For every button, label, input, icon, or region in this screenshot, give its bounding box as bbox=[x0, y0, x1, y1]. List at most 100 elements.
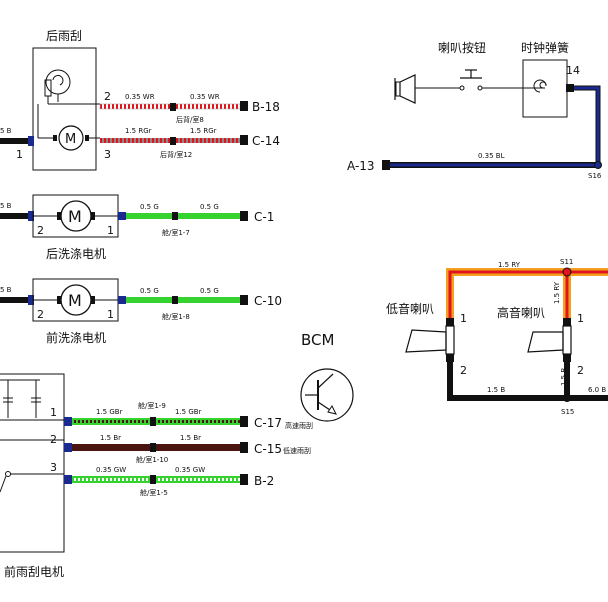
clock-spring-pin-14: 14 bbox=[566, 64, 580, 77]
front-wiper-internal-circuit-icon bbox=[0, 379, 64, 493]
rear-wiper-ground-wire bbox=[0, 138, 30, 144]
splice-s11 bbox=[562, 267, 572, 277]
a13-wire-label: 0.35 BL bbox=[478, 152, 505, 160]
horn-symbol-icon bbox=[394, 74, 416, 104]
rear-wiper-rgr-wire-label-2: 1.5 RGr bbox=[190, 127, 217, 135]
connector-c1-label: C-1 bbox=[254, 210, 274, 224]
rear-washer-group: 5 B M 2 1 后洗涤电机 0.5 G 0.5 G 舱/室1-7 C-1 bbox=[0, 194, 274, 261]
b2-connector-terminal bbox=[240, 474, 248, 485]
front-wiper-gw-location: 舱/室1-5 bbox=[140, 488, 168, 497]
front-wiper-gbr-location: 舱/室1-9 bbox=[138, 401, 166, 410]
clock-spring-black-wire bbox=[574, 85, 601, 164]
splice-s15 bbox=[563, 394, 571, 402]
front-washer-title: 前洗涤电机 bbox=[46, 330, 106, 345]
rear-washer-ground-terminal bbox=[28, 211, 34, 221]
horn-ground-wire bbox=[447, 362, 608, 401]
c14-connector-terminal bbox=[240, 135, 248, 145]
front-washer-motor-icon: M bbox=[57, 284, 95, 316]
front-washer-green-wire bbox=[126, 297, 240, 303]
clock-spring-coil-icon bbox=[533, 79, 547, 93]
front-washer-wire-label-2: 0.5 G bbox=[200, 287, 219, 295]
front-wiper-gbr-label: 1.5 GBr bbox=[96, 408, 123, 416]
splice-s16 bbox=[594, 161, 602, 169]
rear-wiper-wr-wire-label: 0.35 WR bbox=[125, 93, 155, 101]
high-horn-title: 高音喇叭 bbox=[497, 305, 545, 320]
low-speed-wiper-note: 低速雨刮 bbox=[283, 446, 311, 455]
clock-spring-title: 时钟弹簧 bbox=[521, 40, 569, 55]
rear-washer-ground-label: 5 B bbox=[0, 202, 12, 210]
high-speed-wiper-note: 高速雨刮 bbox=[285, 421, 313, 430]
front-washer-wire-label: 0.5 G bbox=[140, 287, 159, 295]
high-horn-pin-1: 1 bbox=[577, 312, 584, 325]
connector-c15-label: C-15 bbox=[254, 442, 282, 456]
horn-branch-wire-label: 1.5 RY bbox=[553, 281, 561, 304]
inline-connector bbox=[150, 443, 156, 452]
bcm-group: BCM bbox=[300, 331, 354, 422]
svg-text:M: M bbox=[65, 132, 76, 147]
splice-s16-label: S16 bbox=[588, 172, 602, 180]
front-wiper-pin-3: 3 bbox=[50, 461, 57, 474]
low-horn-pin-2: 2 bbox=[460, 364, 467, 377]
rear-washer-green-wire bbox=[126, 213, 240, 219]
connector-a13-label: A-13 bbox=[347, 159, 375, 173]
clock-spring-terminal bbox=[566, 84, 574, 92]
low-horn-title: 低音喇叭 bbox=[386, 301, 434, 316]
rear-wiper-wr-wire-label-2: 0.35 WR bbox=[190, 93, 220, 101]
rear-wiper-motor-icon: M bbox=[53, 125, 89, 151]
rear-wiper-wr-location: 后背/室8 bbox=[176, 115, 204, 124]
front-wiper-gbr-label-2: 1.5 GBr bbox=[175, 408, 202, 416]
horns-group: S11 1.5 RY 1.5 RY 低音喇叭 高音喇叭 1 2 1 2 S15 … bbox=[386, 258, 608, 416]
front-washer-group: 5 B M 2 1 前洗涤电机 0.5 G 0.5 G 舱/室1-8 C-10 bbox=[0, 278, 282, 345]
c1-connector-terminal bbox=[240, 211, 248, 221]
a13-connector-terminal bbox=[382, 160, 390, 170]
horn-button-title: 喇叭按钮 bbox=[438, 40, 486, 55]
front-wiper-gw-label-2: 0.35 GW bbox=[175, 466, 205, 474]
rear-washer-pin-2: 2 bbox=[37, 224, 44, 237]
rear-wiper-pin-1: 1 bbox=[16, 148, 23, 161]
front-wiper-br-label-2: 1.5 Br bbox=[180, 434, 201, 442]
rear-wiper-group: 后雨刮 M 1 2 3 5 B 0.35 WR 0.35 WR 后背/室8 bbox=[0, 29, 280, 171]
high-horn-terminal-2 bbox=[563, 354, 571, 362]
horn-button-group: 喇叭按钮 时钟弹簧 14 A-13 0.35 BL bbox=[347, 40, 602, 180]
horn-branch-ground-label: 1.5 B bbox=[560, 368, 568, 386]
rear-wiper-box bbox=[32, 47, 97, 171]
front-wiper-br-label: 1.5 Br bbox=[100, 434, 121, 442]
rear-wiper-title: 后雨刮 bbox=[46, 29, 82, 43]
connector-b2-label: B-2 bbox=[254, 474, 274, 488]
inline-connector bbox=[172, 212, 178, 220]
low-horn-terminal-1 bbox=[446, 318, 454, 326]
high-horn-pin-2: 2 bbox=[577, 364, 584, 377]
rear-wiper-ground-wire-label: 5 B bbox=[0, 127, 12, 135]
connector-c17-label: C-17 bbox=[254, 416, 282, 430]
svg-text:M: M bbox=[68, 291, 82, 310]
splice-s11-label: S11 bbox=[560, 258, 573, 266]
c15-connector-terminal bbox=[240, 442, 248, 453]
high-horn-terminal-1 bbox=[563, 318, 571, 326]
inline-connector bbox=[170, 137, 176, 145]
front-washer-pin-2: 2 bbox=[37, 308, 44, 321]
inline-connector bbox=[170, 103, 176, 111]
bcm-title: BCM bbox=[301, 331, 334, 349]
rear-wiper-rgr-wire-label: 1.5 RGr bbox=[125, 127, 152, 135]
c17-connector-terminal bbox=[240, 416, 248, 427]
low-horn-icon bbox=[405, 325, 455, 355]
inline-connector bbox=[172, 296, 178, 304]
front-wiper-terminal-2 bbox=[64, 443, 72, 452]
splice-s15-label: S15 bbox=[561, 408, 574, 416]
low-horn-pin-1: 1 bbox=[460, 312, 467, 325]
front-wiper-pin-2: 2 bbox=[50, 433, 57, 446]
front-wiper-box bbox=[0, 373, 65, 553]
front-washer-ground-label: 5 B bbox=[0, 286, 12, 294]
rear-washer-wire-label: 0.5 G bbox=[140, 203, 159, 211]
svg-text:M: M bbox=[68, 207, 82, 226]
rear-washer-title: 后洗涤电机 bbox=[46, 247, 106, 261]
front-wiper-title: 前雨刮电机 bbox=[4, 564, 64, 579]
b18-connector-terminal bbox=[240, 101, 248, 111]
c10-connector-terminal bbox=[240, 295, 248, 305]
front-washer-terminal bbox=[118, 296, 126, 304]
rear-wiper-ground-terminal bbox=[28, 136, 34, 146]
front-washer-location: 舱/室1-8 bbox=[162, 312, 190, 321]
front-washer-pin-1: 1 bbox=[107, 308, 114, 321]
